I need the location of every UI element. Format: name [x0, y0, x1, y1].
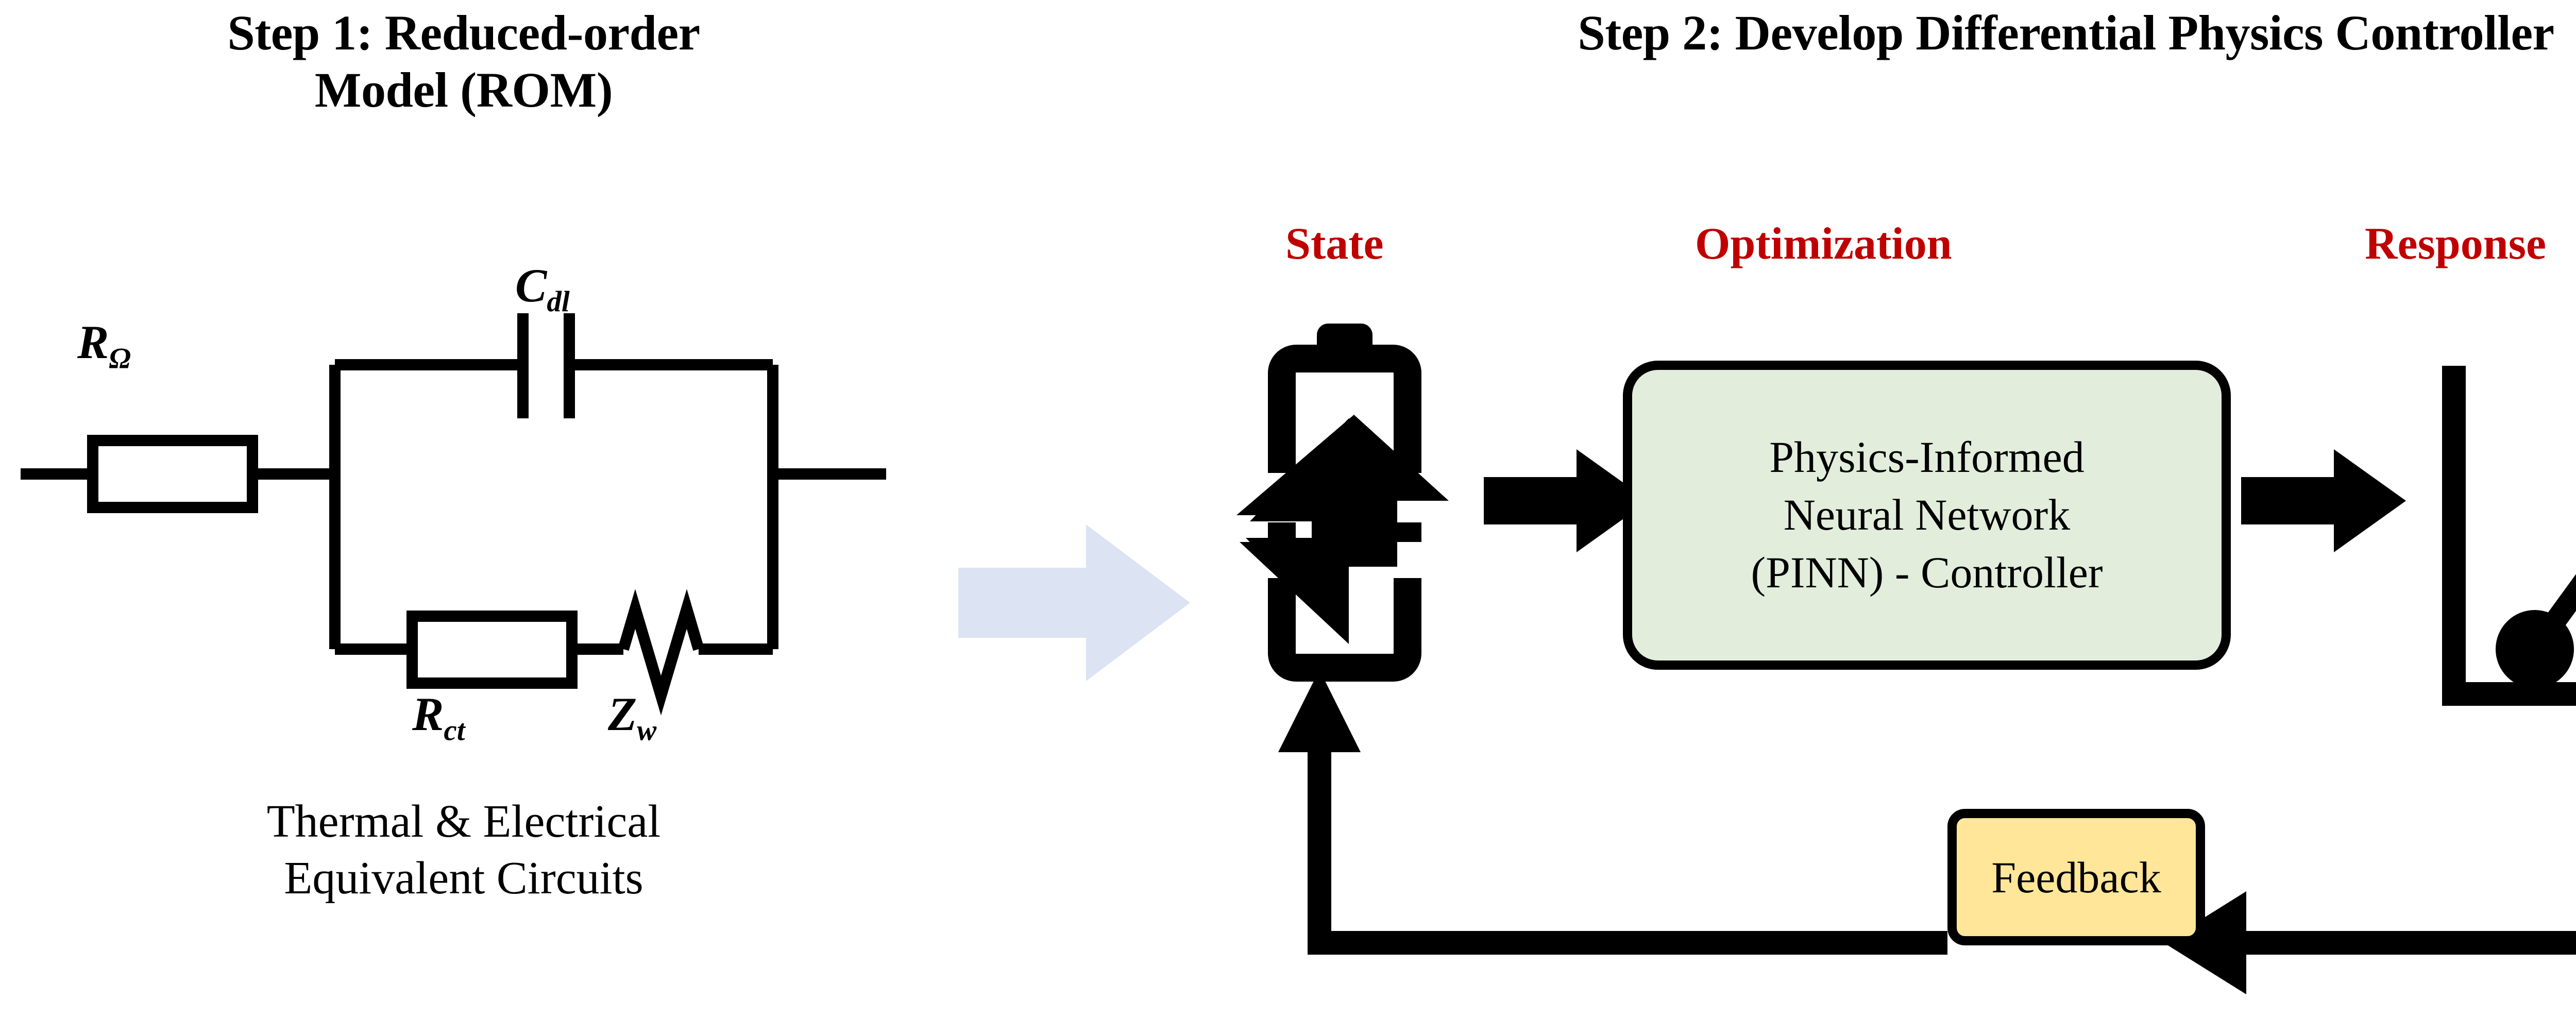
step1-panel: Step 1: Reduced-order Model (ROM) — [0, 0, 927, 1034]
circuit-label-r-omega: RΩ — [77, 316, 131, 375]
line-chart-icon — [2442, 366, 2576, 706]
pinn-line-3: (PINN) - Controller — [1751, 547, 2103, 597]
feedback-box[interactable]: Feedback — [1947, 809, 2205, 945]
pinn-to-response-arrow — [2241, 449, 2406, 552]
step1-title-line1: Step 1: Reduced-order — [227, 5, 700, 60]
state-label: State — [1285, 219, 1384, 269]
step2-panel: Step 2: Develop Differential Physics Con… — [1216, 0, 2576, 1034]
step1-title: Step 1: Reduced-order Model (ROM) — [0, 4, 927, 119]
randles-equivalent-circuit — [15, 289, 891, 752]
step1-caption-line1: Thermal & Electrical — [266, 796, 661, 847]
pinn-line-2: Neural Network — [1783, 490, 2071, 540]
response-label: Response — [2365, 219, 2547, 269]
step1-caption-line2: Equivalent Circuits — [284, 852, 643, 904]
step1-title-line2: Model (ROM) — [314, 62, 613, 118]
circuit-label-z-w: Zw — [608, 688, 657, 747]
circuit-label-c-dl: Cdl — [515, 259, 570, 318]
feedback-label: Feedback — [1991, 852, 2161, 902]
step2-title-line1: Step 2: Develop Differential Physics Con… — [1578, 5, 2554, 60]
feedback-loop-path — [1278, 670, 2576, 994]
pinn-line-1: Physics-Informed — [1769, 432, 2084, 482]
step2-title: Step 2: Develop Differential Physics Con… — [1216, 4, 2576, 61]
battery-charging-icon — [1236, 324, 1449, 682]
step1-to-step2-arrow — [958, 520, 1190, 685]
optimization-label: Optimization — [1695, 219, 1952, 269]
state-to-pinn-arrow — [1484, 449, 1649, 552]
pinn-controller-box[interactable]: Physics-Informed Neural Network (PINN) -… — [1623, 361, 2231, 670]
circuit-label-r-ct: Rct — [412, 688, 465, 747]
step2-flow-diagram — [1216, 309, 2576, 1010]
step1-caption: Thermal & Electrical Equivalent Circuits — [0, 793, 927, 907]
